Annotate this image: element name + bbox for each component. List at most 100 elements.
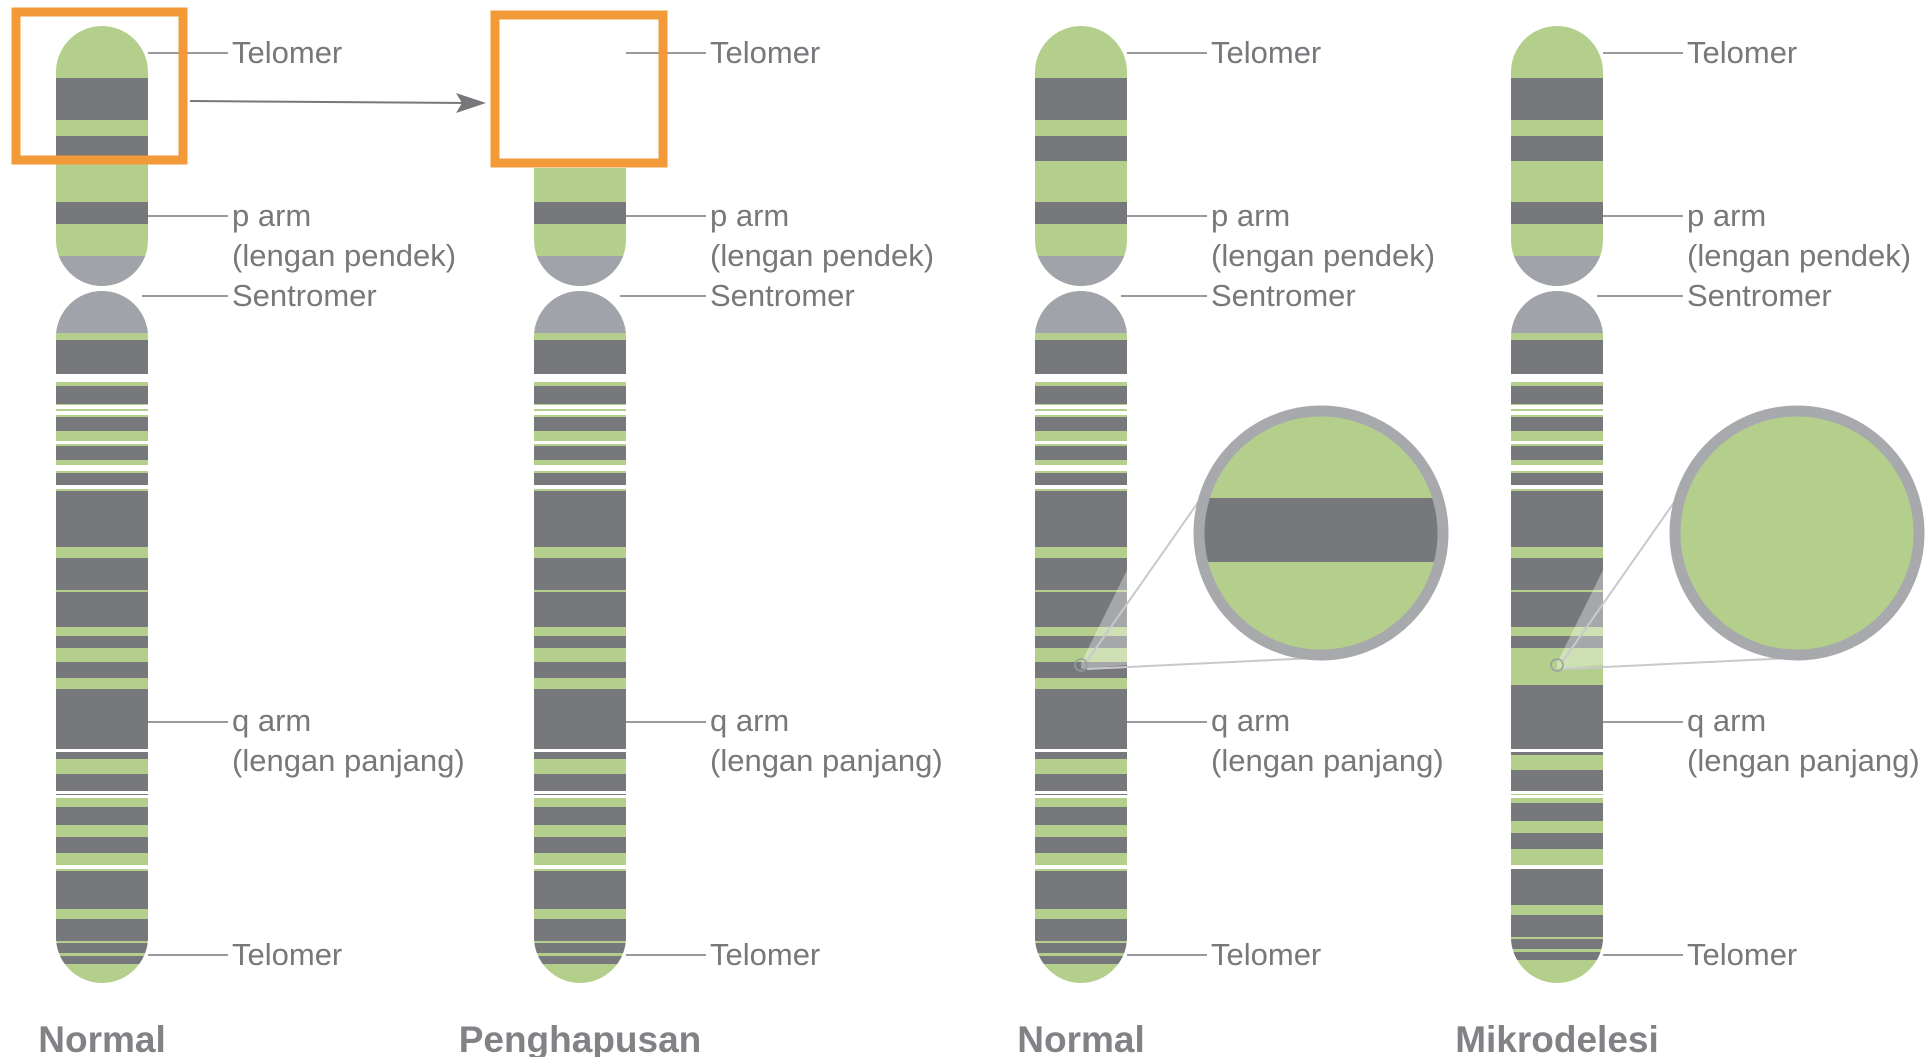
q-arm — [56, 291, 148, 985]
p-arm-sub-label: (lengan pendek) — [1211, 238, 1435, 273]
band-white — [534, 405, 626, 409]
p-arm — [1511, 26, 1603, 288]
centromere-band — [56, 256, 148, 288]
band-dark — [1035, 807, 1127, 825]
band-dark — [1035, 774, 1127, 798]
band-dark — [1035, 919, 1127, 941]
chromosome-normal-2 — [1035, 26, 1127, 985]
chromosome-microdeletion — [1511, 26, 1603, 985]
telomer-bottom-label: Telomer — [1211, 937, 1321, 972]
telomer-top-label: Telomer — [232, 35, 342, 70]
band-white — [1511, 865, 1603, 869]
p-arm-sub-label: (lengan pendek) — [710, 238, 934, 273]
label-layer: Telomer p arm (lengan pendek) Sentromer q ar… — [38, 35, 1919, 1057]
band-white — [1511, 441, 1603, 444]
band-dark — [56, 943, 148, 953]
band-dark — [56, 774, 148, 798]
band-white — [534, 441, 626, 444]
band-dark — [1035, 491, 1127, 547]
band-dark — [1035, 871, 1127, 909]
band-white — [1511, 791, 1603, 794]
telomer-bottom-label: Telomer — [710, 937, 820, 972]
centromere-band — [1511, 291, 1603, 333]
band-white — [56, 374, 148, 382]
band-dark — [534, 446, 626, 460]
q-arm-label: q arm — [710, 703, 789, 738]
band-dark — [1035, 943, 1127, 953]
band-dark — [534, 956, 626, 964]
chromosome-normal-1 — [56, 26, 148, 985]
band-white — [1035, 374, 1127, 382]
band-dark — [56, 78, 148, 120]
band-white — [534, 374, 626, 382]
band-white — [1035, 441, 1127, 444]
band-dark — [534, 662, 626, 678]
band-white — [56, 795, 148, 798]
band-dark — [56, 417, 148, 431]
telomer-bottom-label: Telomer — [232, 937, 342, 972]
band-white — [534, 865, 626, 869]
deleted-region — [530, 0, 630, 168]
centromere-band — [534, 291, 626, 333]
q-arm — [534, 291, 626, 985]
band-dark — [1511, 78, 1603, 120]
band-dark — [1511, 202, 1603, 224]
band-dark — [1035, 340, 1127, 375]
chromosome-caption: Normal — [38, 1019, 165, 1057]
band-dark — [56, 340, 148, 375]
band-white — [1511, 465, 1603, 471]
band-white — [534, 411, 626, 415]
band-dark — [1511, 473, 1603, 485]
magnified-band — [1191, 498, 1451, 562]
band-dark — [1511, 685, 1603, 755]
centromere-band — [1511, 256, 1603, 288]
p-arm-sub-label: (lengan pendek) — [232, 238, 456, 273]
band-white — [1035, 465, 1127, 471]
magnifier-circle-icon — [1551, 403, 1927, 671]
p-arm-label: p arm — [232, 198, 311, 233]
band-dark — [534, 636, 626, 648]
sentromer-label: Sentromer — [1211, 278, 1356, 313]
band-dark — [534, 592, 626, 627]
band-dark — [56, 202, 148, 224]
band-dark — [1511, 803, 1603, 821]
band-white — [1511, 795, 1603, 798]
sentromer-label: Sentromer — [1687, 278, 1832, 313]
band-dark — [534, 689, 626, 759]
chromosome-caption: Penghapusan — [459, 1019, 702, 1057]
band-dark — [534, 558, 626, 590]
band-dark — [1035, 956, 1127, 964]
band-dark — [56, 956, 148, 964]
chromosome-caption: Normal — [1017, 1019, 1144, 1057]
band-dark — [1511, 136, 1603, 161]
band-white — [1035, 795, 1127, 798]
band-dark — [1511, 558, 1603, 590]
band-dark — [56, 837, 148, 853]
chromosome-caption: Mikrodelesi — [1455, 1019, 1659, 1057]
band-white — [56, 405, 148, 409]
band-dark — [1511, 915, 1603, 937]
band-dark — [534, 340, 626, 375]
band-dark — [56, 919, 148, 941]
band-dark — [534, 919, 626, 941]
band-dark — [56, 662, 148, 678]
q-arm-label: q arm — [232, 703, 311, 738]
band-dark — [1511, 417, 1603, 431]
band-dark — [534, 871, 626, 909]
band-white — [56, 485, 148, 489]
band-white — [534, 485, 626, 489]
band-white — [534, 795, 626, 798]
band-white — [1511, 411, 1603, 415]
band-dark — [534, 386, 626, 404]
telomer-bottom-label: Telomer — [1687, 937, 1797, 972]
chromosome-deletion — [530, 0, 630, 985]
band-dark — [56, 558, 148, 590]
band-dark — [1035, 558, 1127, 590]
band-dark — [534, 417, 626, 431]
band-dark — [56, 473, 148, 485]
band-dark — [1035, 136, 1127, 161]
sentromer-label: Sentromer — [232, 278, 377, 313]
band-white — [1511, 749, 1603, 752]
band-dark — [534, 774, 626, 798]
band-white — [1511, 485, 1603, 489]
